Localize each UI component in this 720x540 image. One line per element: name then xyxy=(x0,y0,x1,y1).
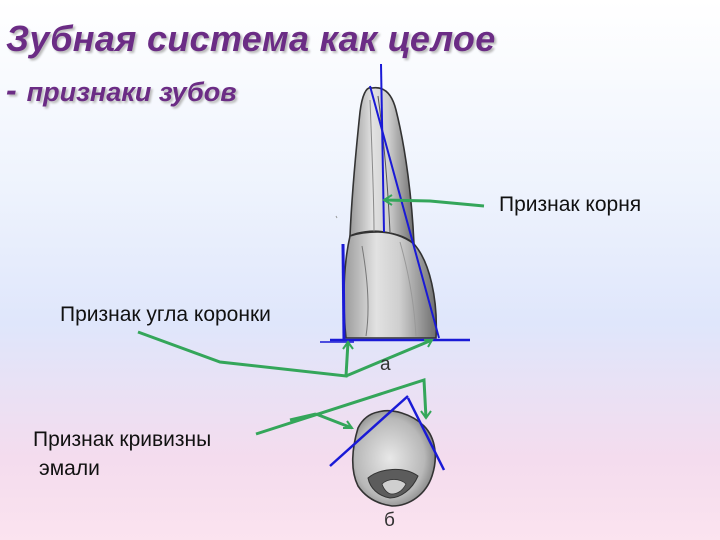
subtitle: -признаки зубов xyxy=(6,72,237,109)
title: Зубная система как целое xyxy=(6,18,496,60)
enamel-curvature-sign-label: Признак кривизны эмали xyxy=(33,425,211,483)
enamel-curvature-line2: эмали xyxy=(33,454,211,483)
crown-angle-sign-label: Признак угла коронки xyxy=(60,303,271,327)
figure-label-b: б xyxy=(384,510,395,532)
crown-side-line xyxy=(343,244,344,340)
root-sign-label: Признак корня xyxy=(499,193,641,217)
subtitle-text: признаки зубов xyxy=(27,77,237,107)
enamel-curvature-line1: Признак кривизны xyxy=(33,425,211,454)
crown-angle-pointer xyxy=(138,332,348,376)
figure-label-a: а xyxy=(380,354,391,376)
tooth-crown xyxy=(344,232,436,338)
subtitle-dash: - xyxy=(6,72,17,108)
small-tick xyxy=(336,216,337,218)
curvature-pointer-2 xyxy=(316,414,352,428)
